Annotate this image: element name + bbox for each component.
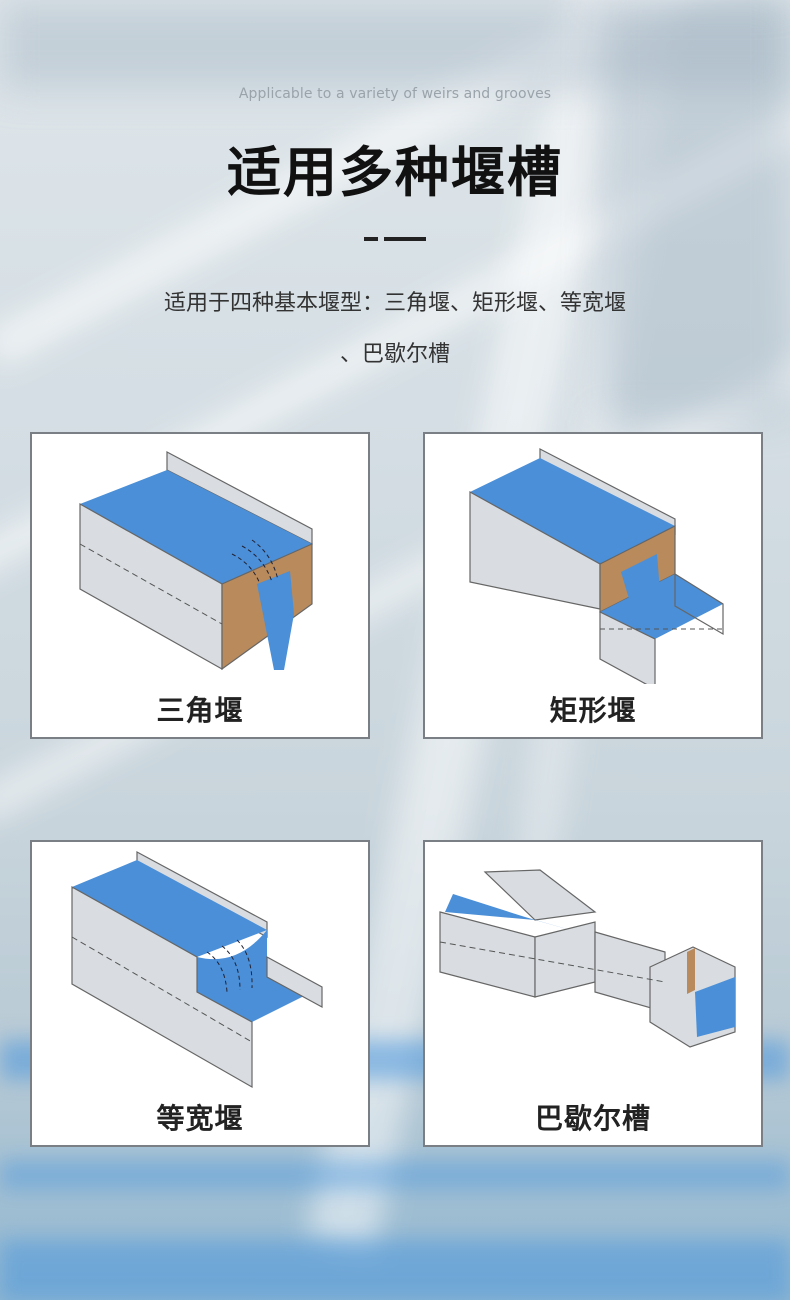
description-line-2: 、巴歇尔槽 <box>339 342 450 367</box>
card-label: 巴歇尔槽 <box>534 1102 651 1135</box>
description-line-1: 适用于四种基本堰型：三角堰、矩形堰、等宽堰 <box>163 291 626 316</box>
card-label: 矩形堰 <box>549 694 637 727</box>
page-description: 适用于四种基本堰型：三角堰、矩形堰、等宽堰 、巴歇尔槽 <box>100 278 690 380</box>
title-divider <box>364 237 426 241</box>
card-equal-width-weir: 等宽堰 <box>30 840 370 1147</box>
card-label: 三角堰 <box>156 694 244 727</box>
card-rectangular-weir: 矩形堰 <box>423 432 763 739</box>
card-parshall-flume: 巴歇尔槽 <box>423 840 763 1147</box>
rectangular-weir-illustration-icon <box>469 448 724 684</box>
page-subtitle: Applicable to a variety of weirs and gro… <box>238 86 552 102</box>
page-title: 适用多种堰槽 <box>227 141 563 204</box>
triangular-weir-illustration-icon <box>79 451 313 671</box>
equal-width-weir-illustration-icon <box>71 850 323 1089</box>
parshall-flume-illustration-icon <box>439 869 736 1048</box>
card-triangular-weir: 三角堰 <box>30 432 370 739</box>
card-label: 等宽堰 <box>156 1102 244 1135</box>
